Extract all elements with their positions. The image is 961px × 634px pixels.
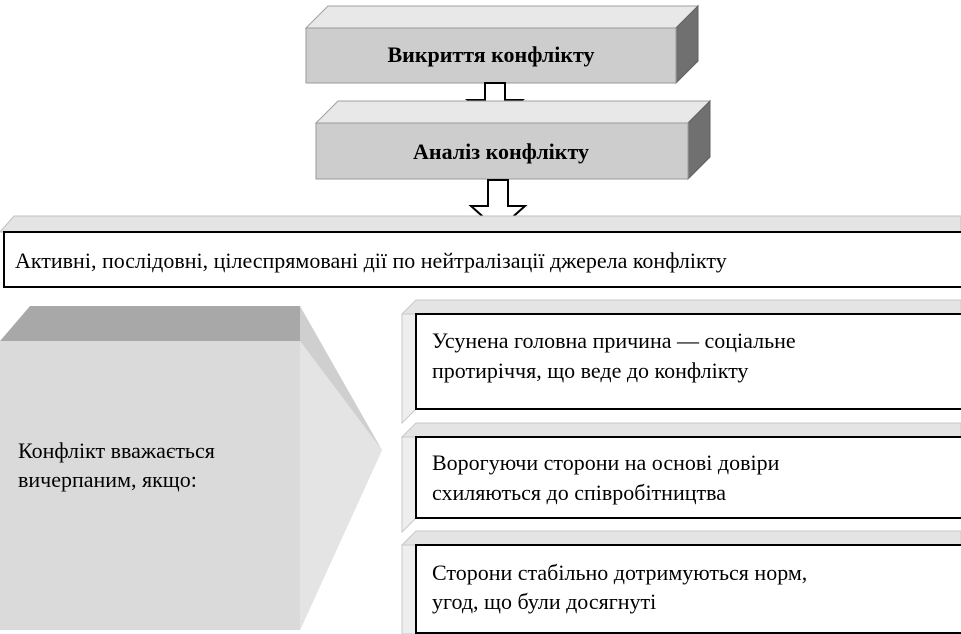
condition-1-line2: протиріччя, що веде до конфлікту <box>432 358 748 383</box>
condition-3-line1: Сторони стабільно дотримуються норм, <box>432 560 807 585</box>
actions-label: Активні, послідовні, цілеспрямовані дії … <box>15 248 727 273</box>
condition-box-1: Усунена головна причина — соціальне прот… <box>400 299 961 425</box>
condition-box-3: Сторони стабільно дотримуються норм, уго… <box>400 530 961 634</box>
condition-3-line2: угод, що були досягнуті <box>432 589 656 614</box>
step-analyze-box: Аналіз конфлікту <box>314 99 712 181</box>
condition-box-2: Ворогуючи сторони на основі довіри схиля… <box>400 422 961 534</box>
resolved-chevron: Конфлікт вважається вичерпаним, якщо: <box>0 306 382 630</box>
condition-2-line1: Ворогуючи сторони на основі довіри <box>432 450 780 475</box>
resolved-label-line1: Конфлікт вважається <box>18 438 215 463</box>
resolved-label-line2: вичерпаним, якщо: <box>18 467 197 492</box>
step-detect-box: Викриття конфлікту <box>304 4 700 85</box>
condition-2-line2: схиляються до співробітництва <box>432 480 726 505</box>
step-analyze-label: Аналіз конфлікту <box>413 139 589 164</box>
condition-1-line1: Усунена головна причина — соціальне <box>432 328 796 353</box>
step-detect-label: Викриття конфлікту <box>387 42 594 67</box>
actions-box: Активні, послідовні, цілеспрямовані дії … <box>0 215 961 288</box>
